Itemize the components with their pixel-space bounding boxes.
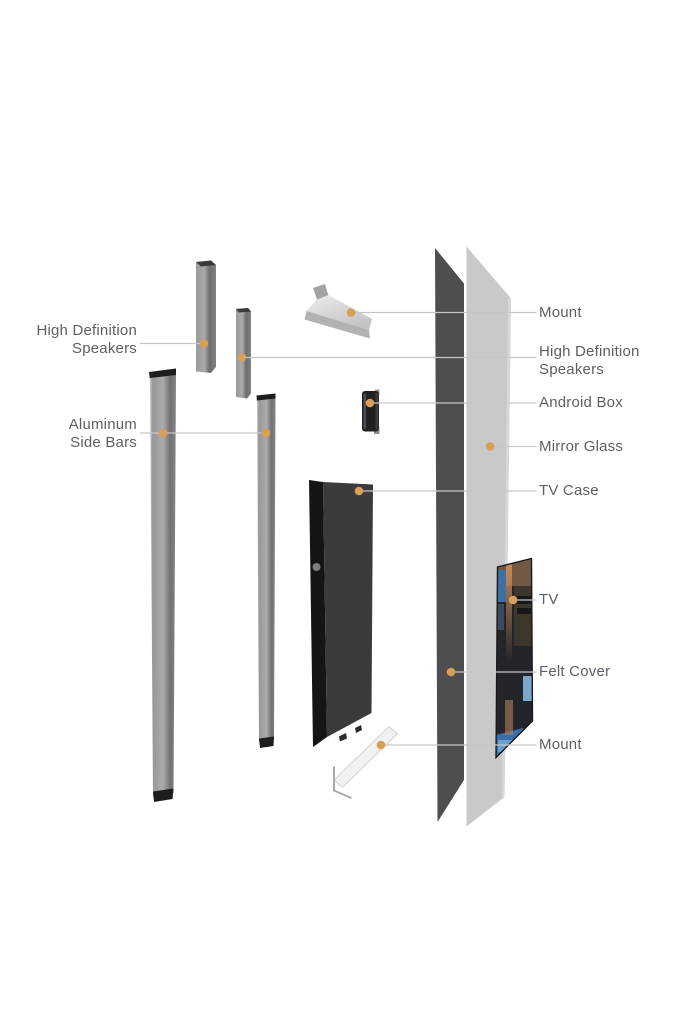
aluminum-bar-right (256, 393, 276, 748)
label-line: High Definition (36, 322, 137, 339)
label-line: High Definition (539, 343, 640, 360)
callout-dot-felt-cover (446, 667, 456, 677)
label-tv-case: TV Case (539, 482, 599, 499)
callout-dot-mirror-glass (485, 442, 495, 451)
callout-dot-android-box (365, 398, 375, 408)
tv-case-part (309, 480, 373, 747)
tv-screen (495, 557, 534, 760)
label-line: Speakers (539, 361, 604, 378)
label-mount-top: Mount (539, 304, 582, 321)
aluminum-bar-left (149, 368, 176, 802)
label-line: Aluminum (68, 416, 137, 433)
callout-dot-speakers-right (237, 353, 247, 362)
label-speakers-right: High Definition Speakers (539, 343, 640, 379)
label-line: Speakers (72, 340, 137, 357)
label-android-box: Android Box (539, 394, 623, 411)
callout-dot-tv-case (354, 486, 364, 496)
label-felt-cover: Felt Cover (539, 663, 611, 680)
label-line: Side Bars (70, 434, 137, 451)
callout-dot-speakers-left (199, 339, 209, 348)
label-mirror-glass: Mirror Glass (539, 438, 624, 455)
label-mount-bottom: Mount (539, 736, 582, 753)
felt-cover-panel (435, 248, 464, 822)
speaker-bar-right (236, 308, 251, 399)
mount-bracket-top (304, 284, 372, 339)
tv-case-face (323, 482, 373, 737)
callout-dot-tv (508, 595, 518, 605)
tv-case-knob (312, 563, 321, 571)
callout-dot-mount-bottom (376, 740, 386, 750)
callout-dot-mount-top (346, 308, 356, 317)
label-tv: TV (539, 591, 559, 608)
callout-dot-aluminum-left (158, 428, 168, 438)
callout-dot-aluminum-right (261, 428, 271, 438)
label-aluminum-side-bars: Aluminum Side Bars (69, 416, 137, 452)
speaker-bar-left (196, 260, 216, 373)
label-speakers-left: High Definition Speakers (36, 322, 137, 358)
android-box (362, 389, 380, 434)
